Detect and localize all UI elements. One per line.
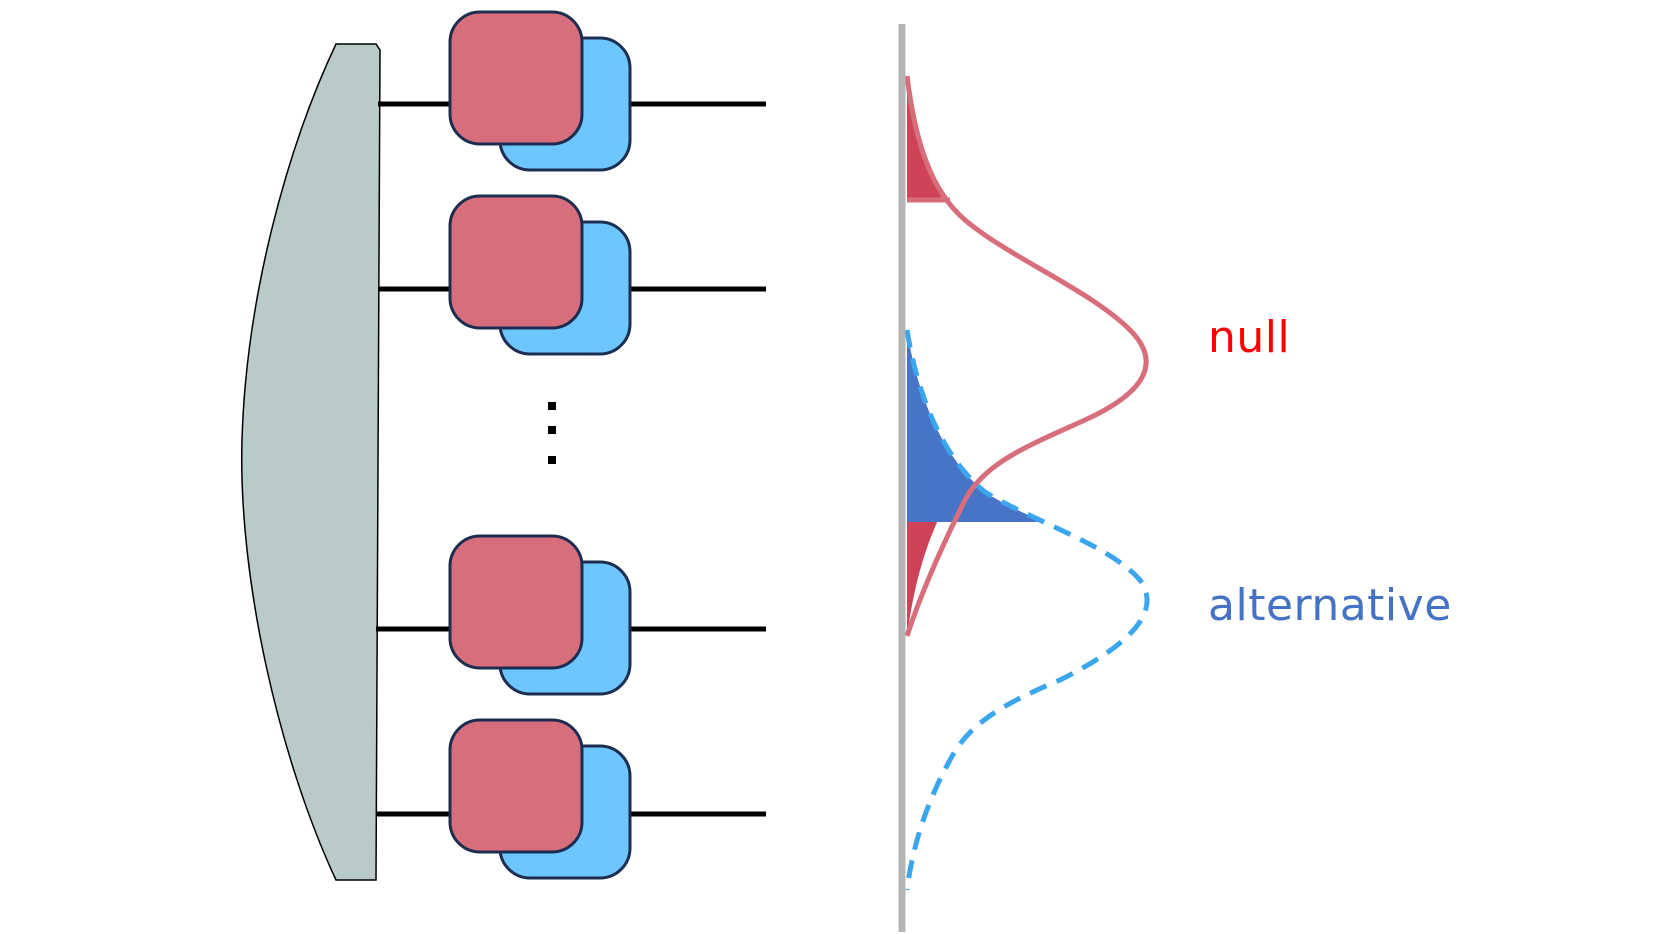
alternative-tail-fill xyxy=(907,330,1040,520)
vertical-ellipsis xyxy=(548,402,556,464)
channel-1 xyxy=(378,10,766,172)
alternative-hypothesis-label: alternative xyxy=(1208,580,1452,631)
null-upper-tail-fill xyxy=(907,76,950,200)
null-lower-tail-fill xyxy=(907,520,938,636)
channel-4 xyxy=(376,718,766,880)
channel-2 xyxy=(378,194,766,356)
alternative-distribution-curve xyxy=(904,329,1150,891)
null-distribution-curve xyxy=(904,75,1149,637)
null-hypothesis-label: null xyxy=(1208,312,1291,363)
gate-front-square xyxy=(448,718,584,854)
gate-front-square xyxy=(448,534,584,670)
gate-front-square xyxy=(448,194,584,330)
channel-3 xyxy=(376,534,766,696)
distribution-panel xyxy=(898,24,1150,932)
gate-front-square xyxy=(448,10,584,146)
entangled-state-block xyxy=(240,43,381,881)
